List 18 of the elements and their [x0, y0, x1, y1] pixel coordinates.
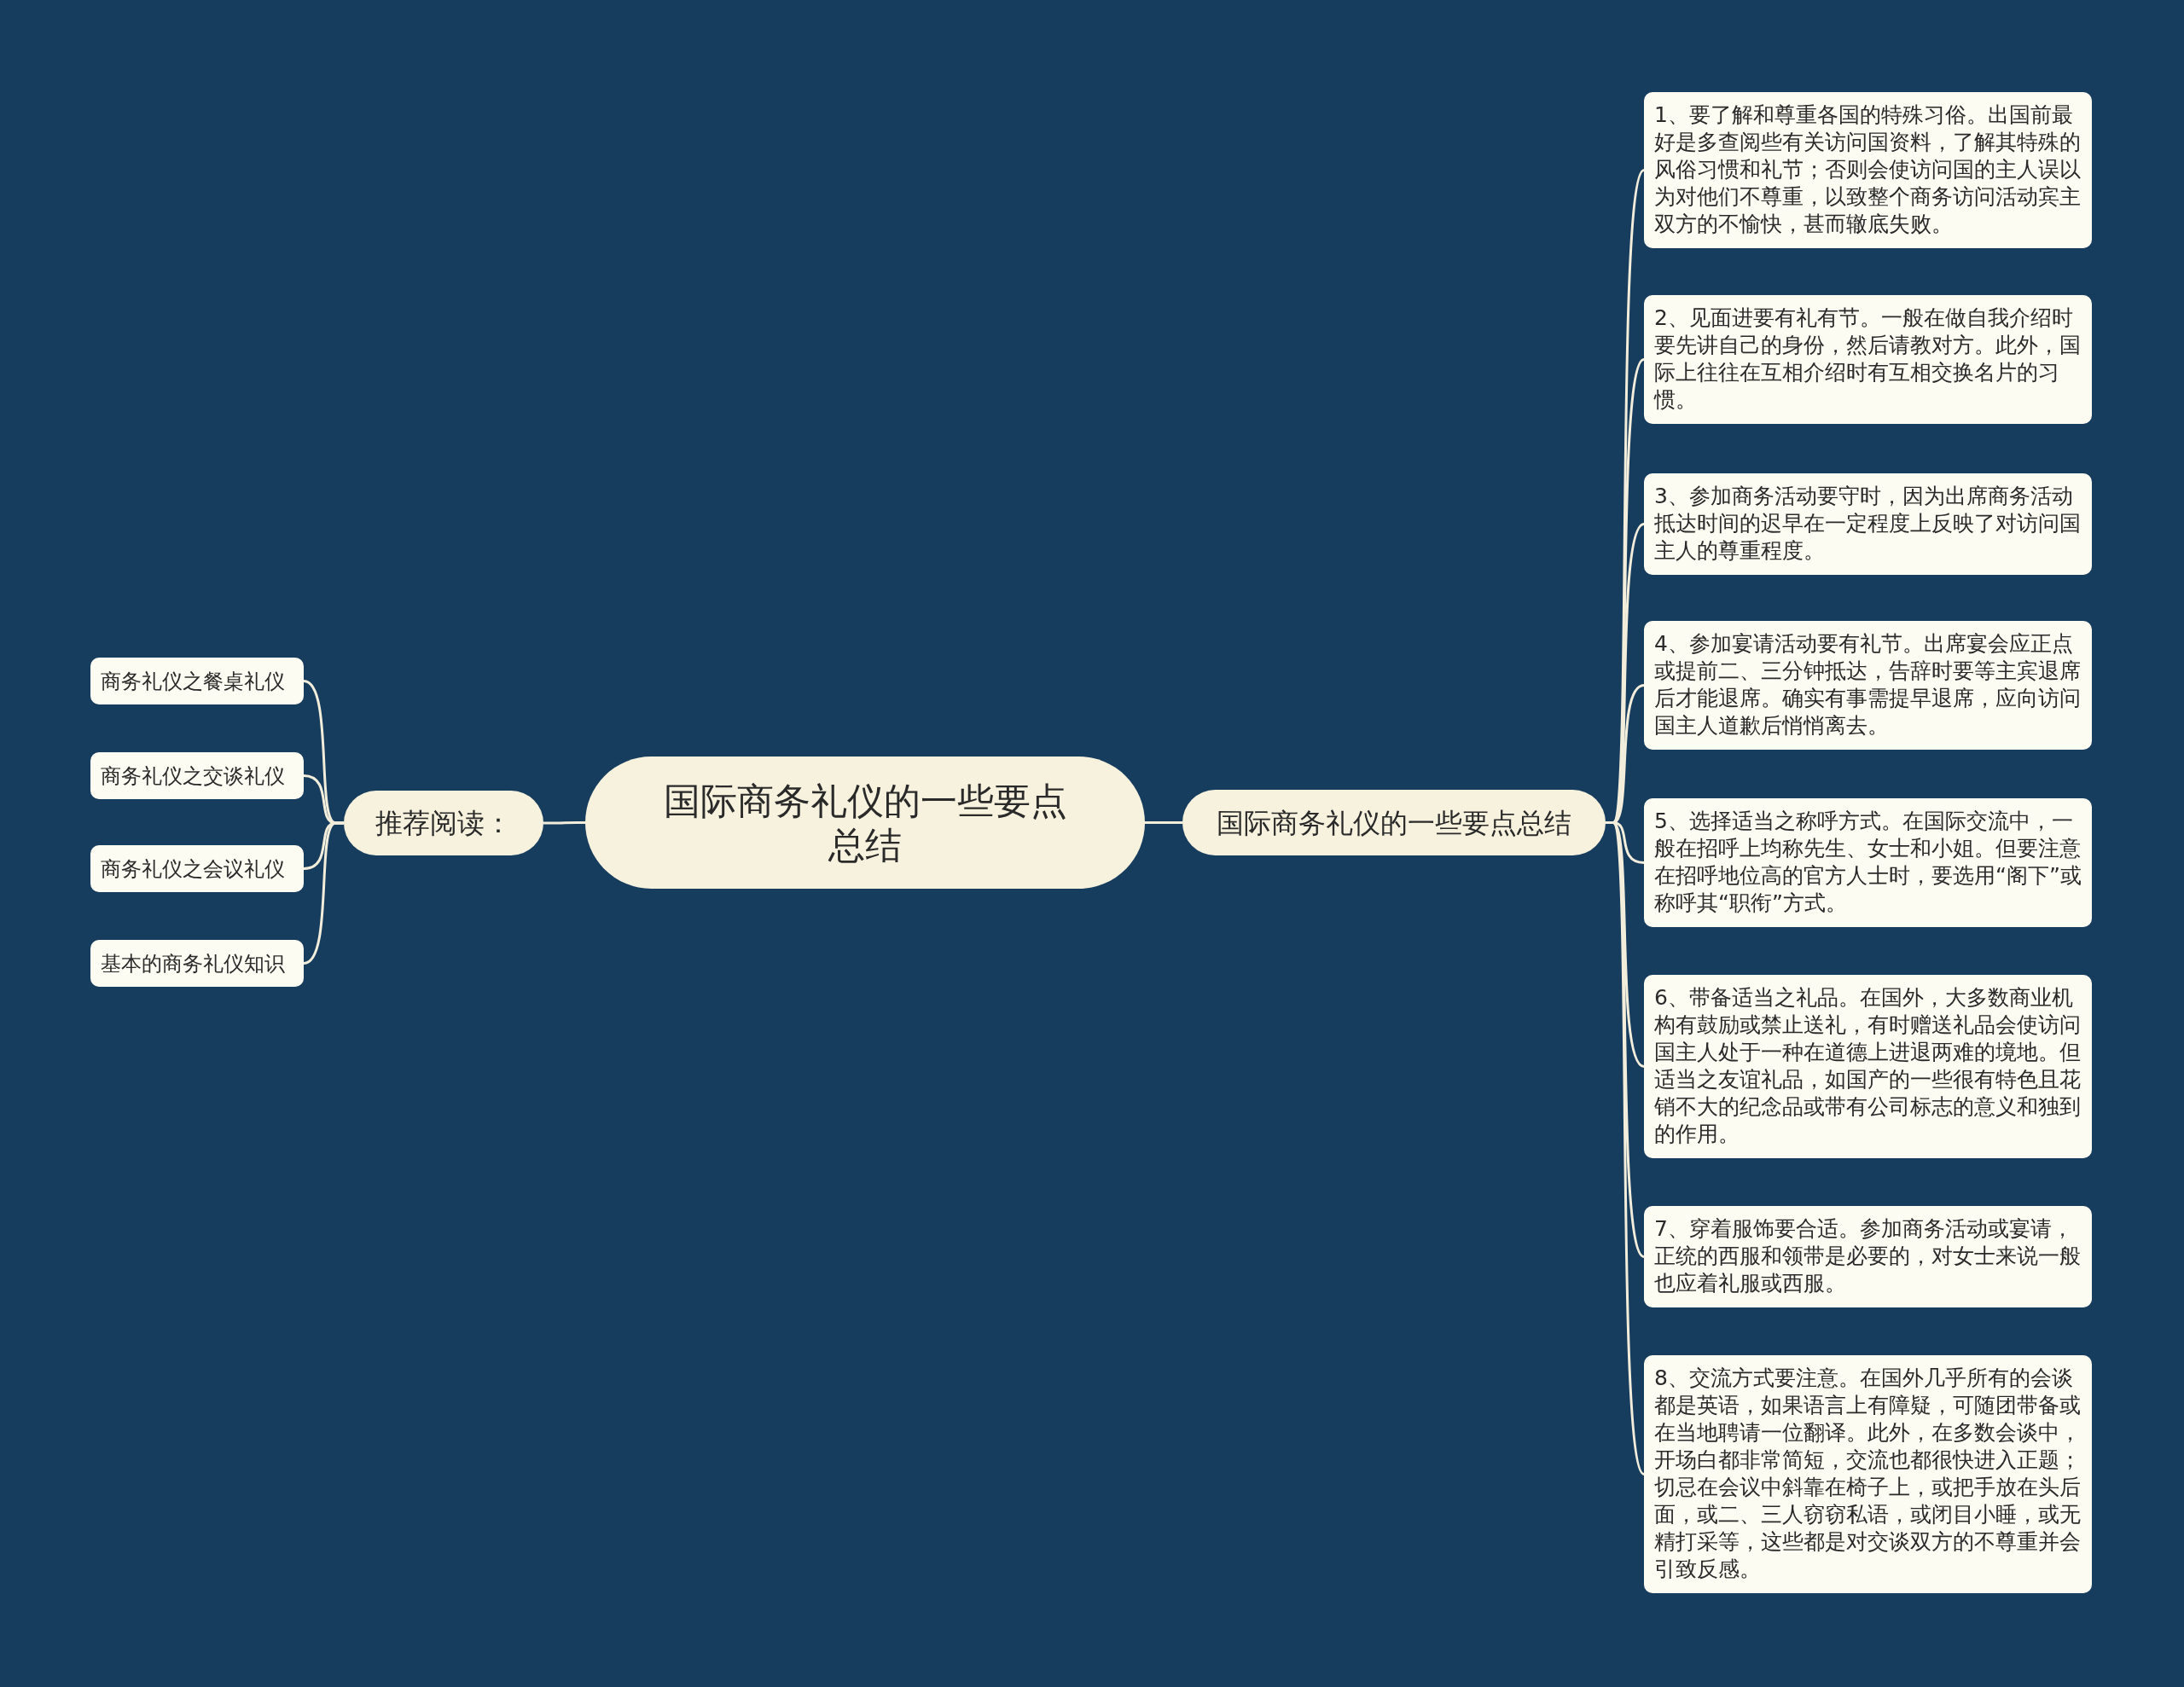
article-card: 商务礼仪之会议礼仪 — [90, 845, 304, 892]
article-card: 商务礼仪之餐桌礼仪 — [90, 658, 304, 704]
article-card: 商务礼仪之交谈礼仪 — [90, 752, 304, 799]
note-card: 1、要了解和尊重各国的特殊习俗。出国前最好是多查阅些有关访问国资料，了解其特殊的风俗习惯和礼节；否则会使访问国的主人误以为对他们不尊重，以致整个商务访问活动宾主双方的不愉快，甚而辙底失败。 — [1644, 92, 2092, 248]
note-card: 5、选择适当之称呼方式。在国际交流中，一般在招呼上均称先生、女士和小姐。但要注意在招呼地位高的官方人士时，要选用“阁下”或称呼其“职衔”方式。 — [1644, 798, 2092, 927]
connector-line — [543, 821, 585, 825]
note-card: 3、参加商务活动要守时，因为出席商务活动抵达时间的迟早在一定程度上反映了对访问国主人的尊重程度。 — [1644, 473, 2092, 575]
note-card: 8、交流方式要注意。在国外几乎所有的会谈都是英语，如果语言上有障疑，可随团带备或在当地聘请一位翻译。此外，在多数会谈中，开场白都非常简短，交流也都很快进入正题；切忌在会议中斜靠在椅子上，或把手放在头后面，或二、三人窃窃私语，或闭目小睡，或无精打采等，这些都是对交谈双方的不尊重并会引致反感。 — [1644, 1355, 2092, 1593]
branch-topic: 推荐阅读： — [344, 791, 543, 855]
note-card: 7、穿着服饰要合适。参加商务活动或宴请，正统的西服和领带是必要的，对女士来说一般也应着礼服或西服。 — [1644, 1206, 2092, 1307]
note-card: 2、见面进要有礼有节。一般在做自我介绍时要先讲自己的身份，然后请教对方。此外，国际上往往在互相介绍时有互相交换名片的习惯。 — [1644, 295, 2092, 424]
central-topic: 国际商务礼仪的一些要点总结 — [585, 757, 1145, 889]
note-card: 4、参加宴请活动要有礼节。出席宴会应正点或提前二、三分钟抵达，告辞时要等主宾退席后才能退席。确实有事需提早退席，应向访问国主人道歉后悄悄离去。 — [1644, 621, 2092, 750]
note-card: 6、带备适当之礼品。在国外，大多数商业机构有鼓励或禁止送礼，有时赠送礼品会使访问国主人处于一种在道德上进退两难的境地。但适当之友谊礼品，如国产的一些很有特色且花销不大的纪念品或带有公司标志的意义和独到的作用。 — [1644, 975, 2092, 1158]
article-card: 基本的商务礼仪知识 — [90, 940, 304, 987]
connector-line — [1145, 821, 1182, 824]
branch-topic: 国际商务礼仪的一些要点总结 — [1182, 790, 1606, 855]
connector-line — [303, 821, 344, 965]
